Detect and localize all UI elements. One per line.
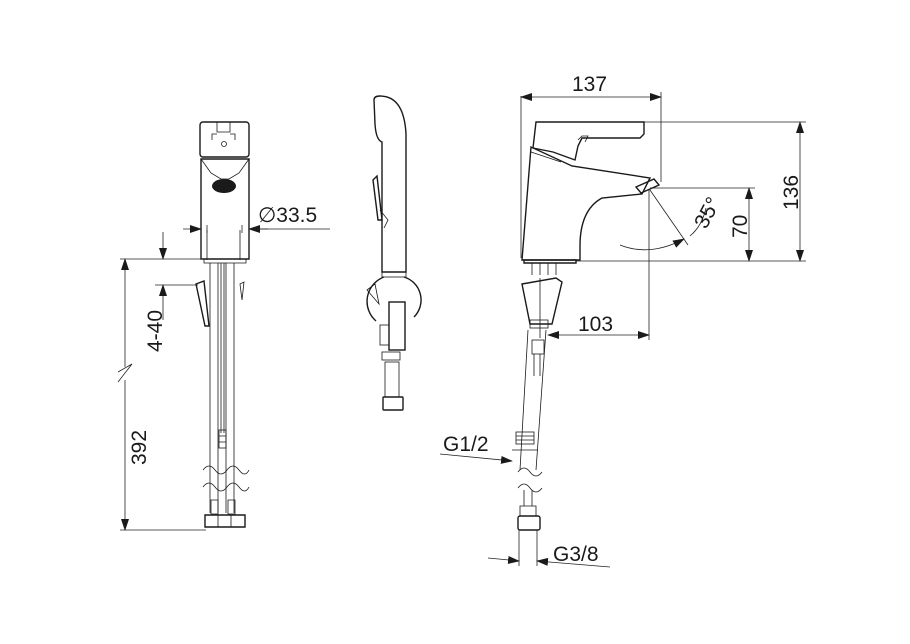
front-view: ∅33.5 4-40 392 <box>117 121 330 531</box>
outlet-thread-label: G3/8 <box>553 543 599 566</box>
angle-label: 35° <box>690 194 725 233</box>
spout-side-label: 137 <box>572 73 607 96</box>
total-height-label: 136 <box>780 175 803 210</box>
side-dimensioned-view: 137 136 70 35° 103 G1/2 G3/8 <box>439 73 806 568</box>
side-profile-view <box>366 95 422 411</box>
inlet-thread-label: G1/2 <box>443 433 489 456</box>
reach-label: 103 <box>578 313 613 336</box>
deck-thickness-label: 4-40 <box>144 310 167 352</box>
hose-length-label: 392 <box>128 430 151 465</box>
diameter-label: ∅33.5 <box>258 204 317 227</box>
spout-height-label: 70 <box>729 215 752 238</box>
